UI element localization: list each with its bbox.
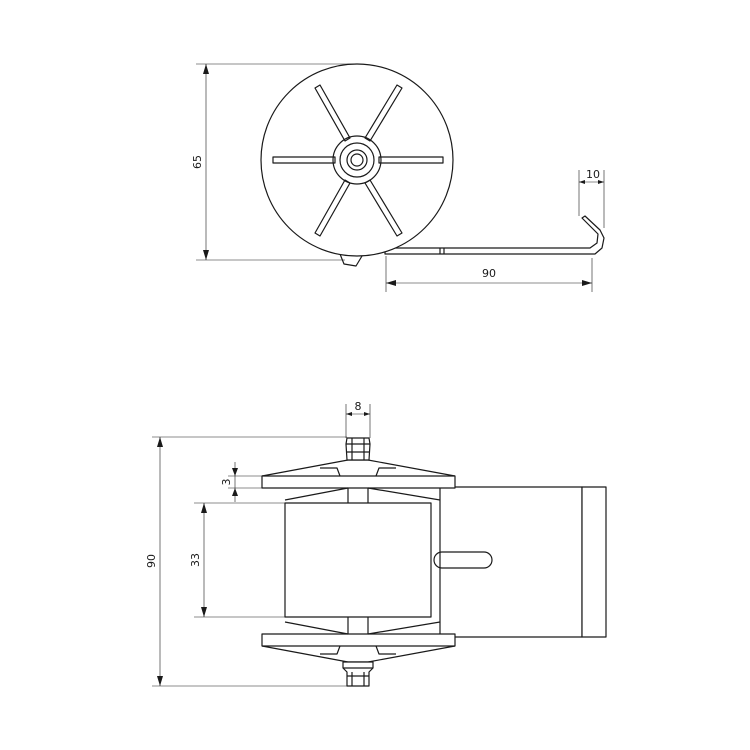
dim-axle: 8	[345, 400, 371, 438]
dim-height: 65	[191, 63, 357, 261]
dim-clip-length-label: 90	[482, 267, 496, 280]
dim-clip-length: 90	[385, 256, 593, 292]
top-nut	[345, 437, 371, 461]
reel-hub	[332, 135, 382, 185]
reel-disc	[260, 63, 454, 257]
dim-axle-label: 8	[355, 400, 362, 413]
reel-core	[284, 502, 432, 618]
dim-height-label: 65	[191, 155, 204, 169]
dim-overall: 90	[145, 436, 347, 687]
dim-clip-width: 10	[578, 168, 605, 228]
dim-overall-label: 90	[145, 554, 158, 568]
dim-flange-label: 3	[220, 479, 233, 486]
upper-flange	[261, 459, 456, 501]
dim-core: 33	[189, 502, 328, 618]
dim-flange: 3	[220, 462, 262, 502]
lower-flange	[261, 621, 456, 663]
dim-core-label: 33	[189, 553, 202, 567]
top-view: 65 10 90	[191, 63, 605, 292]
dim-clip-width-label: 10	[586, 168, 600, 181]
front-view: 8 3 33 90	[145, 400, 607, 687]
clip-arm	[384, 215, 605, 255]
bottom-nut	[342, 661, 374, 687]
bracket-slot	[433, 551, 493, 569]
bracket	[433, 486, 607, 638]
